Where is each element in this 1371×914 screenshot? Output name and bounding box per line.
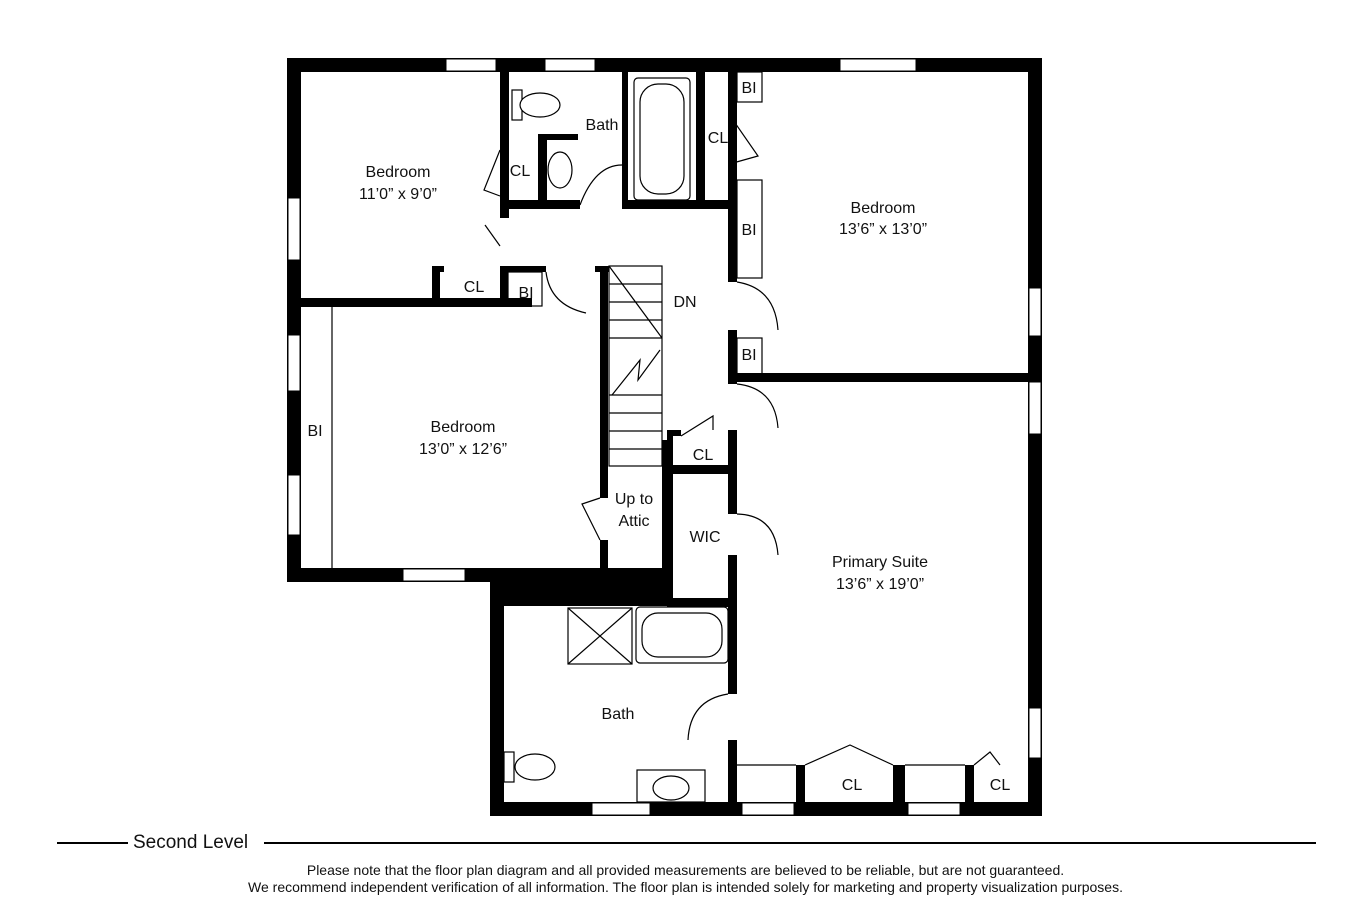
builtin-boxes	[507, 71, 763, 375]
builtin-labels: BI BI BI BI BI	[307, 80, 756, 440]
wic-label: WIC	[689, 529, 720, 546]
fixtures	[503, 77, 729, 803]
closet-labels: CL CL CL CL CL CL	[464, 130, 1011, 794]
primary-suite-dims: 13’6” x 19’0”	[836, 576, 924, 593]
door-swings	[331, 119, 1001, 766]
staircase	[608, 265, 663, 467]
room-labels: Bedroom 11’0” x 9’0” Bath Bedroom 13’6” …	[359, 117, 928, 723]
windows	[287, 58, 1042, 816]
bath-top-name: Bath	[586, 117, 619, 134]
disclaimer-line-1: Please note that the floor plan diagram …	[306, 862, 1065, 878]
title-rule-right	[264, 842, 1316, 844]
bedroom2-name: Bedroom	[851, 200, 916, 217]
interior-walls	[287, 58, 1042, 816]
primary-suite-name: Primary Suite	[832, 554, 928, 571]
stairs-down-label: DN	[673, 294, 696, 311]
closet-label: CL	[708, 130, 729, 147]
attic-label-line1: Up to	[615, 491, 653, 508]
floor-plan: Bedroom 11’0” x 9’0” Bath Bedroom 13’6” …	[287, 58, 1042, 816]
bedroom3-name: Bedroom	[431, 419, 496, 436]
bedroom1-name: Bedroom	[366, 164, 431, 181]
builtin-label: BI	[741, 80, 756, 97]
builtin-label: BI	[307, 423, 322, 440]
builtin-label: BI	[741, 347, 756, 364]
attic-label-line2: Attic	[618, 513, 649, 530]
closet-label: CL	[693, 447, 714, 464]
bedroom2-dims: 13’6” x 13’0”	[839, 221, 927, 238]
closet-label: CL	[464, 279, 485, 296]
bath-bottom-name: Bath	[602, 706, 635, 723]
closet-label: CL	[990, 777, 1011, 794]
closet-label: CL	[842, 777, 863, 794]
bedroom1-dims: 11’0” x 9’0”	[359, 186, 437, 203]
builtin-label: BI	[741, 222, 756, 239]
closet-label: CL	[510, 163, 531, 180]
bedroom3-dims: 13’0” x 12’6”	[419, 441, 507, 458]
disclaimer-line-2: We recommend independent verification of…	[248, 879, 1123, 895]
level-title: Second Level	[133, 832, 249, 853]
title-rule-left	[57, 842, 128, 844]
builtin-label: BI	[518, 285, 533, 302]
